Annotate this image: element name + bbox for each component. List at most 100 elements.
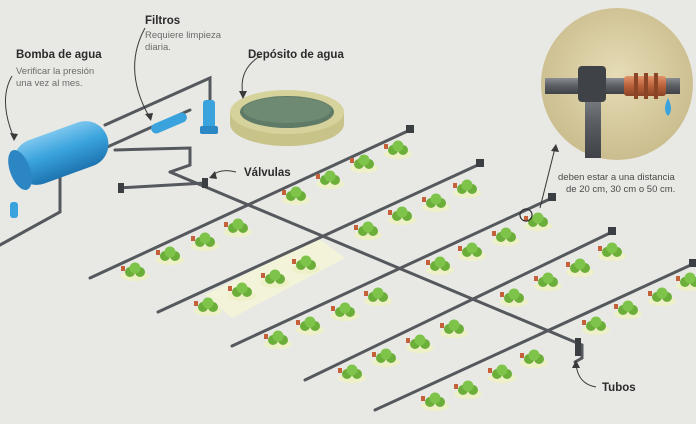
lateral-tube [303, 230, 614, 382]
plant [372, 287, 384, 299]
dripper [331, 306, 335, 311]
irrigation-field [88, 125, 696, 412]
pump-valve [10, 202, 18, 218]
main-valves [118, 178, 581, 356]
dripper [224, 222, 228, 227]
plant [500, 227, 512, 239]
plant [164, 246, 176, 258]
dripper [488, 368, 492, 373]
plant [461, 179, 473, 191]
plant [528, 349, 540, 361]
lateral-end-cap [608, 227, 616, 235]
dripper [566, 262, 570, 267]
dripper-detail [541, 8, 693, 160]
plant [466, 242, 478, 254]
plant [574, 258, 586, 270]
dripper [121, 266, 125, 271]
lateral-tube [230, 196, 554, 348]
tubes-label-title: Tubos [602, 382, 636, 394]
lateral-end-cap [476, 159, 484, 167]
plant [434, 256, 446, 268]
pump-label-sub2: una vez al mes. [16, 78, 83, 89]
dripper [350, 158, 354, 163]
plant [448, 319, 460, 331]
plant [396, 206, 408, 218]
plant [414, 334, 426, 346]
dripper [648, 291, 652, 296]
dripper [384, 144, 388, 149]
plant [496, 364, 508, 376]
tank-label-title: Depósito de agua [248, 49, 344, 61]
dripper [292, 259, 296, 264]
valve-connector [117, 181, 206, 190]
plant [606, 242, 618, 254]
dripper [524, 216, 528, 221]
callout-arrowheads [10, 91, 580, 368]
plant [462, 380, 474, 392]
dripper [296, 320, 300, 325]
dripper [282, 190, 286, 195]
plant [656, 287, 668, 299]
dripper [388, 210, 392, 215]
dripper [406, 338, 410, 343]
dripper [458, 246, 462, 251]
dripper [354, 225, 358, 230]
dripper [582, 320, 586, 325]
main-line [168, 170, 584, 364]
plant [290, 186, 302, 198]
plant [300, 255, 312, 267]
lateral-end-cap [689, 259, 696, 267]
plant [232, 218, 244, 230]
filters-label-sub1: Requiere limpieza [145, 30, 222, 41]
valves-label-title: Válvulas [244, 167, 291, 179]
dripper [500, 292, 504, 297]
plant [684, 272, 696, 284]
lateral-end-cap [548, 193, 556, 201]
plant [430, 193, 442, 205]
dripper [228, 286, 232, 291]
dripper [194, 301, 198, 306]
lateral-tube [156, 162, 482, 314]
dripper [426, 260, 430, 265]
plant [202, 297, 214, 309]
dripper [422, 197, 426, 202]
plant [269, 269, 281, 281]
dripper [261, 273, 265, 278]
plant [622, 300, 634, 312]
dripper [453, 183, 457, 188]
dripper [316, 174, 320, 179]
plant [392, 140, 404, 152]
dripper [338, 368, 342, 373]
plant [339, 302, 351, 314]
plant [129, 262, 141, 274]
spacing-note-line1: deben estar a una distancia [558, 172, 675, 183]
dripper [598, 246, 602, 251]
pump-label-sub1: Verificar la presión [16, 66, 94, 77]
plant [324, 170, 336, 182]
filters-label-sub2: diaria. [145, 42, 171, 53]
plant [429, 392, 441, 404]
water-pump [8, 121, 109, 191]
plant [272, 330, 284, 342]
dripper [421, 396, 425, 401]
dripper [534, 276, 538, 281]
plant [380, 348, 392, 360]
plant [542, 272, 554, 284]
plant [199, 232, 211, 244]
filter [151, 100, 218, 134]
dripper [492, 231, 496, 236]
plant [362, 221, 374, 233]
plant [304, 316, 316, 328]
plant [508, 288, 520, 300]
dripper [156, 250, 160, 255]
filters-label-title: Filtros [145, 15, 180, 27]
lateral-tube [373, 262, 695, 412]
plant [358, 154, 370, 166]
dripper-marker [519, 208, 533, 222]
dripper [191, 236, 195, 241]
plant [532, 212, 544, 224]
plant [590, 316, 602, 328]
dripper [440, 323, 444, 328]
spacing-note-line2: de 20 cm, 30 cm o 50 cm. [566, 184, 675, 195]
